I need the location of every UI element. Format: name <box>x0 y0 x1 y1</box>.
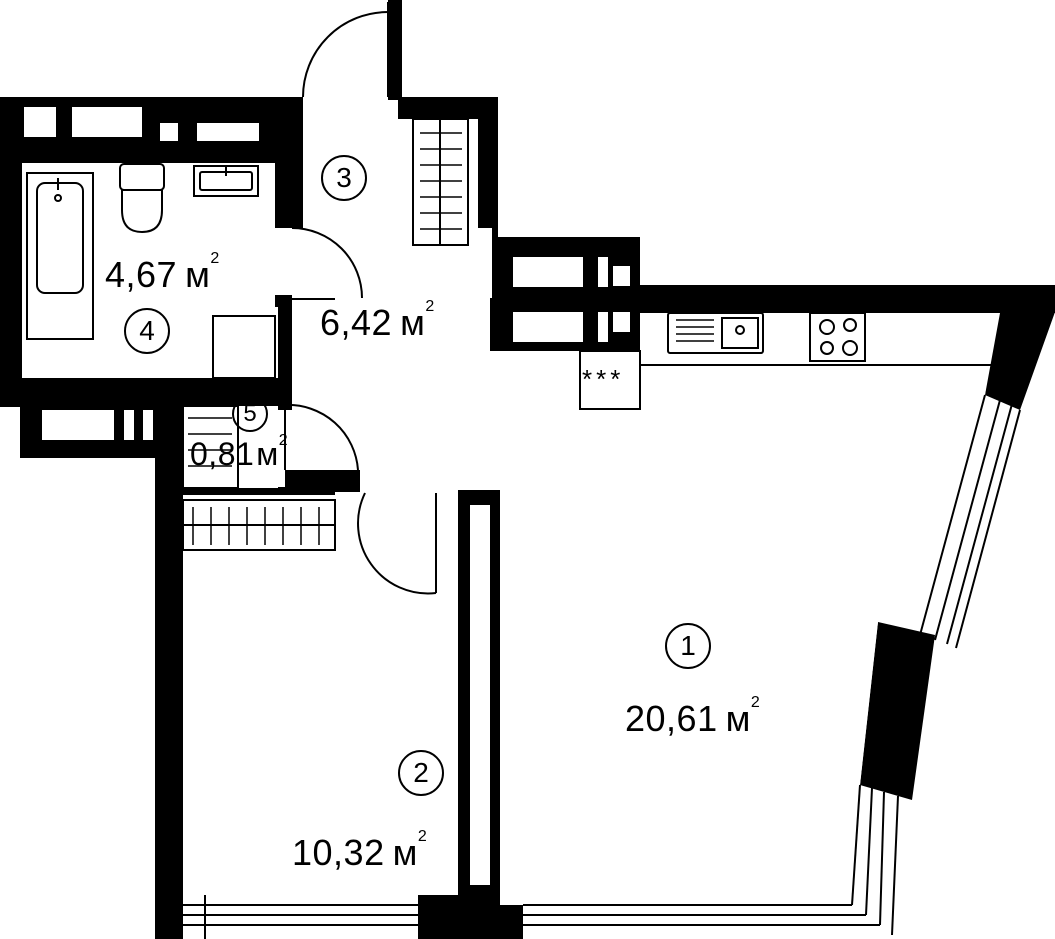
room-4-area-unit: м <box>185 254 211 295</box>
room-2-area-unit: м <box>392 832 418 873</box>
bedroom-wardrobe <box>182 499 336 551</box>
toilet-tank <box>119 163 165 191</box>
room-4-area-exp: 2 <box>210 250 220 267</box>
wc-door-swing <box>284 403 359 471</box>
room-3-area-value: 6,42 <box>320 302 393 343</box>
room-5-area-exp: 2 <box>278 432 289 449</box>
washer-box <box>212 315 276 379</box>
bathroom-fixtures <box>26 163 276 379</box>
bedroom-door-swing <box>357 492 437 595</box>
right-windows <box>183 394 1021 939</box>
toilet-bowl <box>121 189 163 234</box>
room-5-area-unit: м <box>256 436 279 472</box>
room-5-area-value: 0,81 <box>190 436 255 472</box>
room-5-area: 0,81м2 <box>190 432 288 473</box>
window-openings <box>24 107 883 939</box>
kitchen <box>579 312 995 410</box>
fridge-label: *** <box>582 364 625 394</box>
room-2-area-value: 10,32 <box>292 832 385 873</box>
fridge <box>579 350 641 410</box>
room-1-area-value: 20,61 <box>625 698 718 739</box>
room-4-number: 4 <box>124 308 170 354</box>
room-3-area-unit: м <box>400 302 426 343</box>
hall-closet <box>412 118 469 246</box>
bath-door-swing <box>291 227 363 299</box>
room-1-area-unit: м <box>725 698 751 739</box>
cooktop <box>809 312 866 362</box>
room-3-number: 3 <box>321 155 367 201</box>
room-4-area-value: 4,67 <box>105 254 178 295</box>
entry-door-swing <box>302 11 389 98</box>
wc-closet <box>182 405 239 489</box>
room-5-number: 5 <box>232 396 268 432</box>
room-3-area-exp: 2 <box>425 298 435 315</box>
doors <box>284 2 437 595</box>
room-2-number: 2 <box>398 750 444 796</box>
room-1-area-exp: 2 <box>750 694 761 711</box>
room-1-number: 1 <box>665 623 711 669</box>
room-2-area-exp: 2 <box>417 828 428 845</box>
